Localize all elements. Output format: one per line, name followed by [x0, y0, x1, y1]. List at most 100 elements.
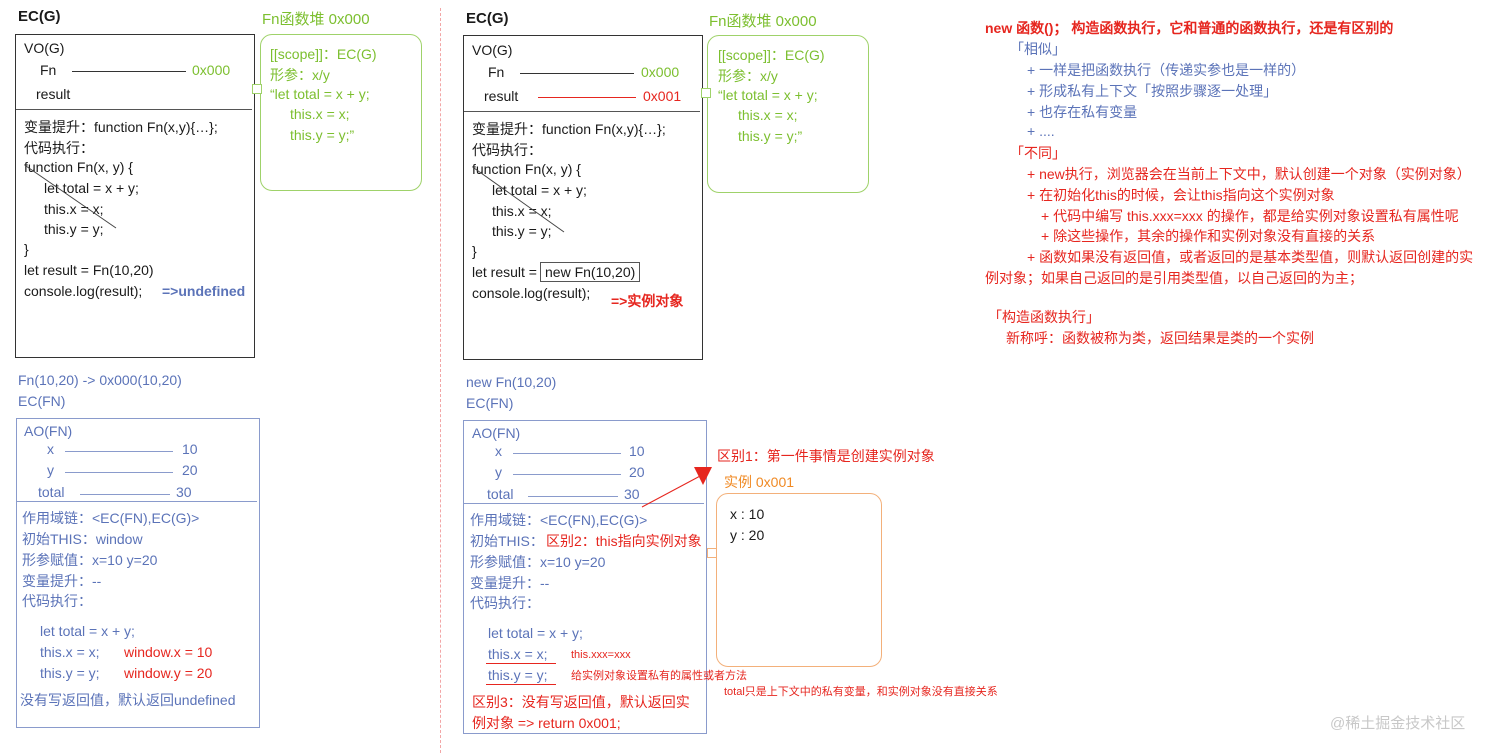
- left-ao-var-value: 10: [182, 441, 198, 457]
- mid-instance-prop: y : 20: [730, 527, 765, 543]
- left-fn-code: this.x = x;: [40, 644, 100, 660]
- mid-ecfn-title: EC(FN): [466, 395, 514, 411]
- left-init-this: 初始THIS：window: [22, 531, 143, 547]
- mid-ao-var-line: [528, 496, 618, 497]
- mid-ao-var-name: y: [495, 464, 502, 480]
- left-fn-code: this.y = y;: [40, 665, 100, 681]
- left-result-label: result: [36, 86, 71, 102]
- left-ecg-box: [15, 34, 255, 358]
- mid-ecg-title: EC(G): [466, 10, 509, 27]
- left-fn-pointer-line: [72, 71, 186, 72]
- left-code-line: let result = Fn(10,20): [24, 262, 154, 278]
- left-call-title: Fn(10,20) -> 0x000(10,20): [18, 372, 182, 388]
- notes-similar-item: + 一样是把函数执行（传递实参也是一样的）: [1027, 62, 1306, 78]
- left-code-line: function Fn(x, y) {: [24, 159, 133, 175]
- mid-fn-addr: 0x000: [641, 64, 680, 80]
- mid-heap-params: 形参：x/y: [718, 68, 778, 84]
- mid-instance-box: [716, 493, 882, 667]
- left-undefined-note: =>undefined: [162, 283, 246, 299]
- mid-instance-note: =>实例对象: [611, 293, 684, 309]
- left-ao-title: AO(FN): [24, 423, 73, 439]
- mid-heap-code: “let total = x + y;: [718, 87, 818, 103]
- notes-ctor-note: 新称呼：函数被称为类，返回结果是类的一个实例: [1006, 330, 1314, 346]
- notes-similar-item: + 也存在私有变量: [1027, 104, 1138, 120]
- mid-code-line: function Fn(x, y) {: [472, 161, 581, 177]
- mid-ao-divider: [464, 503, 704, 504]
- left-code-line: console.log(result);: [24, 283, 143, 299]
- mid-ao-var-line: [513, 474, 621, 475]
- mid-fn-pointer-line: [520, 73, 634, 74]
- left-heap-code: “let total = x + y;: [270, 86, 370, 102]
- left-heap-scope: [[scope]]：EC(G): [270, 46, 377, 62]
- mid-fn-code: this.y = y;: [488, 667, 548, 683]
- mid-code-line: 变量提升：function Fn(x,y){…};: [472, 121, 666, 137]
- notes-diff-item: + 在初始化this的时候，会让this指向这个实例对象: [1027, 187, 1335, 203]
- mid-code-line: this.y = y;: [492, 223, 552, 239]
- notes-ctor: 「构造函数执行」: [988, 309, 1100, 325]
- left-ecfn-box: [16, 418, 260, 728]
- left-ao-var-name: total: [38, 484, 65, 500]
- left-code-line: 代码执行：: [24, 140, 94, 156]
- left-ecfn-title: EC(FN): [18, 393, 66, 409]
- notes-heading: new 函数()； 构造函数执行，它和普通的函数执行，还是有区别的: [985, 20, 1394, 36]
- mid-scope-chain: 作用域链：<EC(FN),EC(G)>: [470, 512, 648, 528]
- left-ao-var-line: [65, 472, 173, 473]
- mid-heap-code: this.x = x;: [738, 107, 798, 123]
- mid-ecg-box: [463, 35, 703, 360]
- left-scope-chain: 作用域链：<EC(FN),EC(G)>: [22, 510, 200, 526]
- mid-ao-var-value: 10: [629, 443, 645, 459]
- mid-code-line: 代码执行：: [472, 142, 542, 158]
- mid-heap-box: [707, 35, 869, 193]
- mid-ecfn-box: [463, 420, 707, 734]
- mid-instance-title: 实例 0x001: [724, 474, 795, 490]
- mid-result-label: result: [484, 88, 519, 104]
- left-ao-divider: [17, 501, 257, 502]
- mid-total-note: total只是上下文中的私有变量，和实例对象没有直接关系: [724, 686, 998, 698]
- left-code-line: this.x = x;: [44, 201, 104, 217]
- mid-init-this: 初始THIS：: [470, 533, 544, 549]
- left-heap-params: 形参：x/y: [270, 67, 330, 83]
- left-strike-line: [25, 165, 117, 229]
- notes-similar: 「相似」: [1010, 41, 1066, 57]
- mid-code-line: console.log(result);: [472, 285, 591, 301]
- left-code-line: 变量提升：function Fn(x,y){…};: [24, 119, 218, 135]
- left-ao-var-name: x: [47, 441, 54, 457]
- left-code-line: }: [24, 241, 29, 257]
- mid-diff3: 例对象 => return 0x001;: [472, 715, 621, 731]
- mid-heap-title: Fn函数堆 0x000: [709, 13, 817, 30]
- mid-ao-var-value: 30: [624, 486, 640, 502]
- mid-strike-line: [473, 167, 565, 233]
- mid-ao-title: AO(FN): [472, 425, 521, 441]
- notes-similar-item: + 形成私有上下文「按照步骤逐一处理」: [1027, 83, 1278, 99]
- left-heap-code: this.y = y;”: [290, 127, 355, 143]
- mid-instance-connector: [707, 548, 717, 558]
- mid-call-title: new Fn(10,20): [466, 374, 557, 390]
- left-hoist: 变量提升：--: [22, 573, 102, 589]
- mid-fn-code: let total = x + y;: [488, 625, 583, 641]
- mid-set-private: 给实例对象设置私有的属性或者方法: [571, 670, 747, 682]
- mid-heap-connector: [701, 88, 711, 98]
- left-code-line: let total = x + y;: [44, 180, 139, 196]
- mid-fn-code-underline: [486, 663, 556, 664]
- mid-fn-code: this.x = x;: [488, 646, 548, 662]
- mid-result-addr: 0x001: [643, 88, 682, 104]
- watermark: @稀土掘金技术社区: [1330, 715, 1466, 732]
- notes-similar-item: + ....: [1027, 123, 1055, 139]
- left-ao-var-value: 20: [182, 462, 198, 478]
- left-ao-var-line: [65, 451, 173, 452]
- left-ecg-title: EC(G): [18, 8, 61, 25]
- notes-diff-item: + 代码中编写 this.xxx=xxx 的操作，都是给实例对象设置私有属性呢: [1041, 208, 1459, 224]
- left-heap-connector: [252, 84, 262, 94]
- notes-diff: 「不同」: [1010, 145, 1066, 161]
- mid-code-line: }: [472, 243, 477, 259]
- mid-instance-arrow: [641, 467, 712, 508]
- mid-heap-code: this.y = y;”: [738, 128, 803, 144]
- mid-diff2: 区别2：this指向实例对象: [546, 533, 702, 549]
- left-vo-divider: [16, 109, 252, 110]
- mid-ao-var-value: 20: [629, 464, 645, 480]
- left-heap-title: Fn函数堆 0x000: [262, 11, 370, 28]
- left-window-y: window.y = 20: [124, 665, 213, 681]
- mid-result-pointer-line: [538, 97, 636, 98]
- left-no-return: 没有写返回值，默认返回undefined: [20, 692, 236, 708]
- left-vo-title: VO(G): [24, 40, 65, 56]
